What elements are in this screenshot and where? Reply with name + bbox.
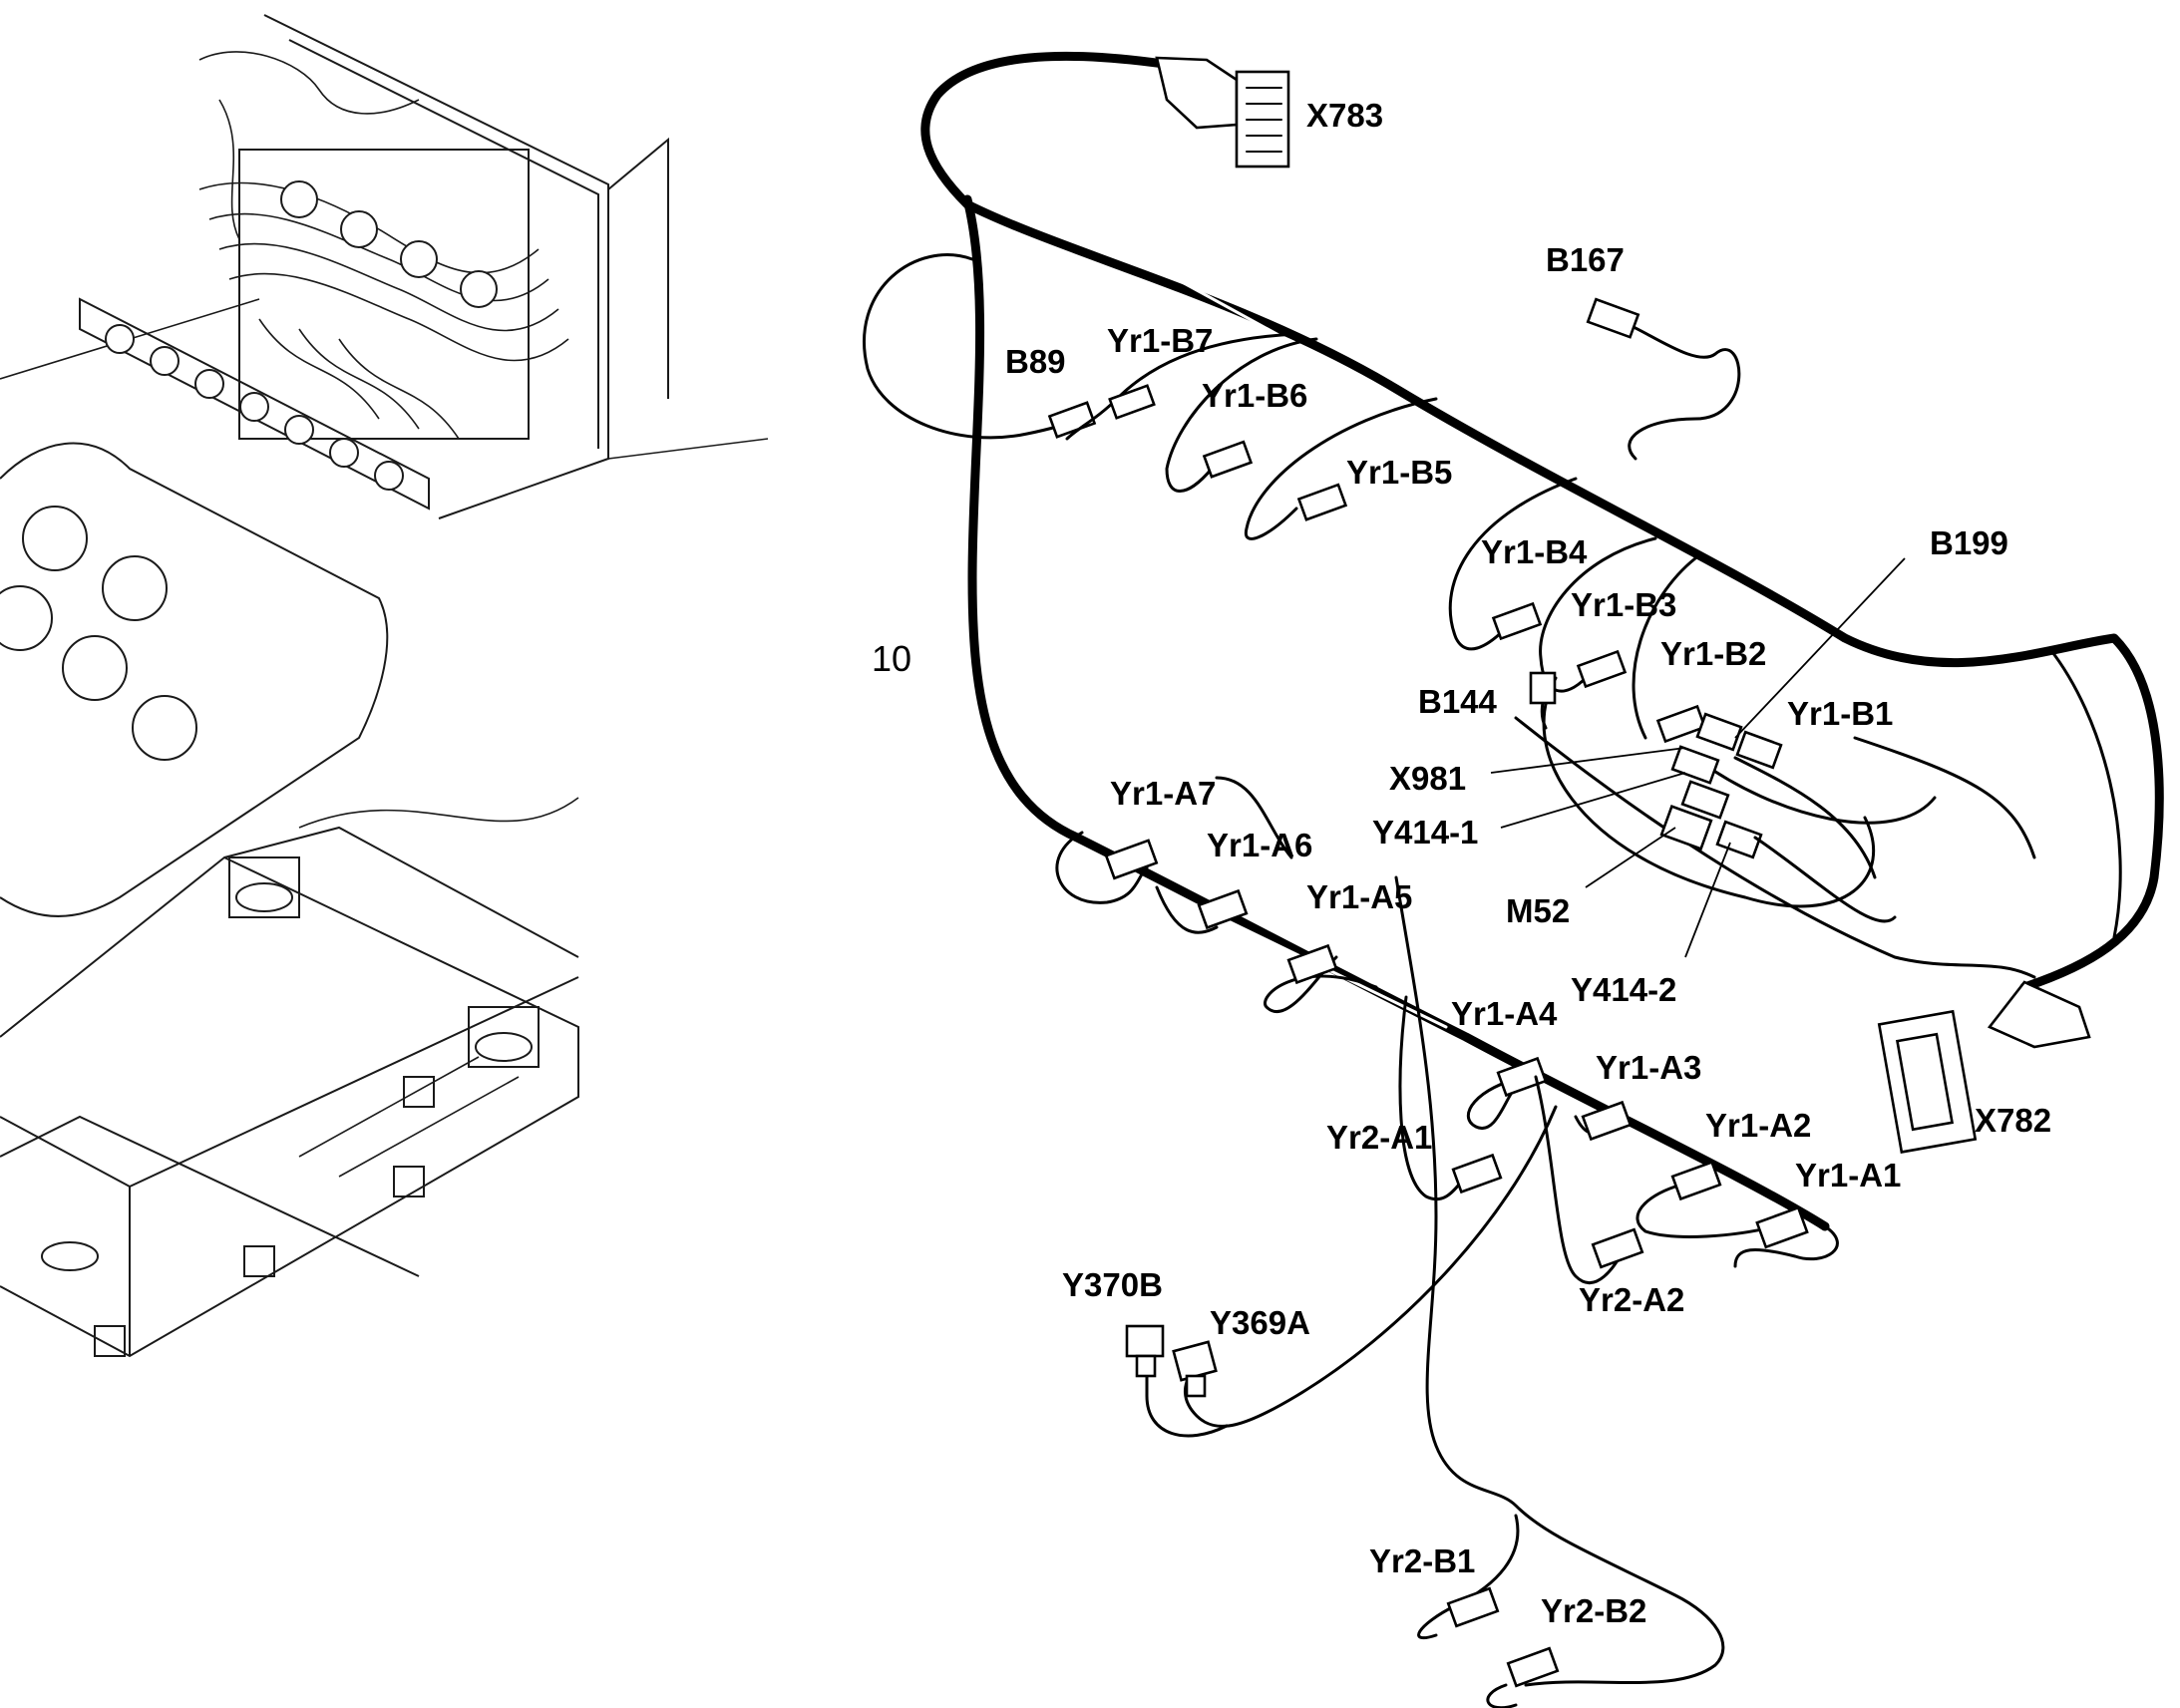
item-number: 10 <box>872 638 911 679</box>
connector-B89 <box>1047 401 1097 439</box>
valve-block <box>198 51 569 440</box>
label-Yr1-B2: Yr1-B2 <box>1660 635 1766 672</box>
leader-Y414-2 <box>1684 842 1731 958</box>
leader-B199 <box>1734 557 1906 739</box>
connector-Yr1-B6 <box>1202 440 1254 479</box>
label-X782: X782 <box>1975 1102 2051 1139</box>
label-X981: X981 <box>1389 760 1466 797</box>
main-trunk-upper <box>920 51 2164 992</box>
leader-Y414-1 <box>1500 772 1686 829</box>
connector-Yr2-A2 <box>1591 1227 1644 1269</box>
connector-Yr1-A1 <box>1755 1205 1809 1249</box>
lower-chassis-frame <box>0 797 579 1358</box>
connector-Yr1-A6 <box>1197 888 1249 930</box>
connector-X782 <box>1877 980 2091 1154</box>
label-Yr1-A2: Yr1-A2 <box>1705 1107 1811 1144</box>
label-Yr1-B6: Yr1-B6 <box>1202 377 1307 414</box>
connector-Yr1-B5 <box>1296 483 1348 521</box>
connector-stack-Y414-X981-M52 <box>1659 712 1897 923</box>
label-Yr2-B1: Yr2-B1 <box>1369 1542 1475 1579</box>
label-Yr1-B3: Yr1-B3 <box>1571 586 1676 623</box>
label-Yr1-B7: Yr1-B7 <box>1107 322 1213 359</box>
label-Yr1-B1: Yr1-B1 <box>1787 695 1893 732</box>
label-B167: B167 <box>1546 241 1625 278</box>
label-Yr2-A1: Yr2-A1 <box>1326 1119 1432 1156</box>
label-Y414-1: Y414-1 <box>1372 814 1478 851</box>
label-Y369A: Y369A <box>1210 1304 1310 1341</box>
label-Yr1-A6: Yr1-A6 <box>1207 827 1312 863</box>
label-Yr1-A7: Yr1-A7 <box>1110 775 1216 812</box>
connector-Yr2-B1 <box>1446 1586 1500 1628</box>
connector-Yr1-B7 <box>1108 384 1156 420</box>
boom-mount-plate <box>0 442 389 917</box>
connector-Y369A <box>1172 1340 1218 1398</box>
connector-Yr1-B3 <box>1576 649 1628 689</box>
connector-Yr1-B4 <box>1491 601 1543 641</box>
connector-Yr2-A1 <box>1451 1153 1503 1195</box>
connector-Yr1-A5 <box>1286 943 1338 985</box>
connector-B144 <box>1529 671 1557 705</box>
label-Yr1-A5: Yr1-A5 <box>1306 878 1412 915</box>
label-Yr1-A4: Yr1-A4 <box>1451 995 1558 1032</box>
label-Yr2-B2: Yr2-B2 <box>1541 1592 1646 1629</box>
connector-Yr1-A2 <box>1670 1160 1722 1201</box>
label-Y414-2: Y414-2 <box>1571 971 1676 1008</box>
label-Yr1-B4: Yr1-B4 <box>1481 533 1588 570</box>
label-Y370B: Y370B <box>1062 1266 1163 1303</box>
label-M52: M52 <box>1506 892 1570 929</box>
label-X783: X783 <box>1306 97 1383 134</box>
connector-Yr1-A3 <box>1581 1100 1633 1142</box>
callout-labels: 10 X783 B167 B89 Yr1-B7 Yr1-B6 Yr1-B5 Yr… <box>872 97 2051 1629</box>
label-Yr1-A3: Yr1-A3 <box>1596 1049 1701 1086</box>
connector-Yr1-A4 <box>1496 1056 1548 1098</box>
label-B89: B89 <box>1005 343 1066 380</box>
label-B199: B199 <box>1930 524 2008 561</box>
connector-Y370B <box>1125 1324 1165 1378</box>
connector-Yr2-B2 <box>1506 1646 1560 1688</box>
label-Yr1-B5: Yr1-B5 <box>1346 454 1452 491</box>
label-Yr2-A2: Yr2-A2 <box>1579 1281 1684 1318</box>
connector-Yr1-B2 <box>1655 704 1707 744</box>
leader-X981 <box>1490 747 1686 774</box>
label-B144: B144 <box>1418 683 1498 720</box>
leader-M52 <box>1585 827 1676 888</box>
wiring-harness <box>863 51 2164 1708</box>
label-Yr1-A1: Yr1-A1 <box>1795 1157 1901 1194</box>
machine-frame-overview <box>0 14 769 1358</box>
manifold-bar <box>79 297 430 511</box>
connector-Yr1-A7 <box>1104 839 1159 880</box>
connector-X783 <box>1155 56 1290 169</box>
connector-B167 <box>1586 297 1640 339</box>
